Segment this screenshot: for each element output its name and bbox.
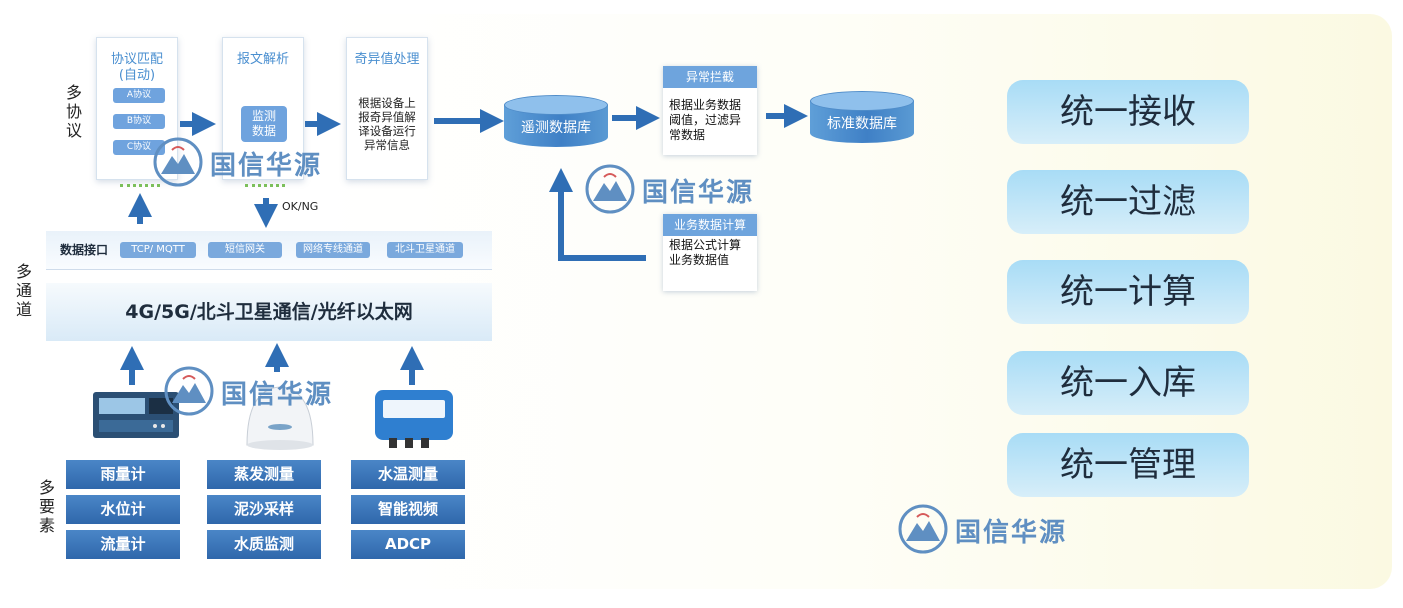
protocol-match-subtitle: (自动) (118, 68, 156, 83)
protocol-match-title: 协议匹配 (110, 52, 163, 67)
logo-mountain-icon (585, 164, 635, 214)
watermark-logo: 国信华源 (897, 503, 1097, 555)
logo-mountain-icon (898, 504, 948, 554)
monitor-data-line2: 数据 (251, 124, 276, 138)
anomaly-intercept-body: 根据业务数据阈值，过滤异常数据 (669, 98, 742, 142)
anomaly-intercept-title: 异常拦截 (663, 66, 757, 88)
monitor-data-line1: 监测 (251, 109, 276, 123)
sensor-rain-gauge: 雨量计 (66, 460, 180, 489)
monitor-data-chip: 监测 数据 (241, 106, 287, 142)
channel-chip-sms: 短信网关 (208, 242, 282, 258)
telemetry-database-label: 遥测数据库 (521, 120, 591, 136)
network-bar: 4G/5G/北斗卫星通信/光纤以太网 (46, 283, 492, 341)
unified-manage: 统一管理 (1007, 433, 1249, 497)
watermark-text: 国信华源 (955, 518, 1068, 548)
telemetry-database: 遥测数据库 (504, 95, 608, 147)
unified-compute: 统一计算 (1007, 260, 1249, 324)
sensor-water-temp: 水温测量 (351, 460, 465, 489)
odd-value-body: 根据设备上报奇异值解译设备运行异常信息 (358, 96, 416, 152)
business-calc-title: 业务数据计算 (663, 214, 757, 236)
watermark-text: 国信华源 (210, 151, 323, 181)
dotted-connector (245, 184, 285, 190)
protocol-chip-b: B协议 (113, 114, 165, 129)
unified-store: 统一入库 (1007, 351, 1249, 415)
standard-database: 标准数据库 (810, 91, 914, 143)
watermark-logo: 国信华源 (152, 136, 352, 188)
rtu-device-image (93, 388, 179, 440)
business-calc-body: 根据公式计算业务数据值 (669, 238, 742, 267)
sensor-water-quality: 水质监测 (207, 530, 321, 559)
channel-chip-leased-line: 网络专线通道 (296, 242, 370, 258)
sensor-sediment: 泥沙采样 (207, 495, 321, 524)
sensor-video: 智能视频 (351, 495, 465, 524)
watermark-logo: 国信华源 (163, 365, 363, 417)
unified-receive: 统一接收 (1007, 80, 1249, 144)
sensor-evaporation: 蒸发测量 (207, 460, 321, 489)
dotted-connector (120, 184, 160, 190)
standard-database-label: 标准数据库 (827, 116, 897, 132)
protocol-chip-a: A协议 (113, 88, 165, 103)
channel-chip-beidou: 北斗卫星通道 (387, 242, 463, 258)
sensor-adcp: ADCP (351, 530, 465, 559)
controller-box-image (375, 390, 453, 448)
protocol-chip-c: C协议 (113, 140, 165, 155)
business-calc-box: 业务数据计算 根据公式计算业务数据值 (663, 214, 757, 291)
satellite-dome-image (243, 383, 317, 451)
protocol-match-box: 协议匹配 (自动) A协议 B协议 C协议 (96, 37, 178, 180)
odd-value-box: 奇异值处理 根据设备上报奇异值解译设备运行异常信息 (346, 37, 428, 180)
label-multi-element: 多要素 (38, 478, 55, 535)
data-interface-label: 数据接口 (60, 243, 109, 257)
message-parse-title: 报文解析 (236, 52, 289, 67)
sensor-flow-meter: 流量计 (66, 530, 180, 559)
logo-mountain-icon (153, 137, 203, 187)
logo-mountain-icon (164, 366, 214, 416)
message-parse-box: 报文解析 监测 数据 (222, 37, 304, 180)
ok-ng-label: OK/NG (282, 200, 319, 213)
label-multi-protocol: 多协议 (65, 83, 82, 140)
watermark-logo: 国信华源 (584, 163, 784, 215)
data-interface-bar: 数据接口 TCP/ MQTT 短信网关 网络专线通道 北斗卫星通道 (46, 231, 492, 270)
sensor-water-level: 水位计 (66, 495, 180, 524)
channel-chip-tcp: TCP/ MQTT (120, 242, 196, 258)
anomaly-intercept-box: 异常拦截 根据业务数据阈值，过滤异常数据 (663, 66, 757, 155)
watermark-text: 国信华源 (642, 178, 755, 208)
arrow-feedback (549, 168, 646, 261)
unified-filter: 统一过滤 (1007, 170, 1249, 234)
label-multi-channel: 多通道 (15, 262, 32, 319)
watermark-text: 国信华源 (221, 380, 334, 410)
odd-value-title: 奇异值处理 (354, 52, 420, 67)
